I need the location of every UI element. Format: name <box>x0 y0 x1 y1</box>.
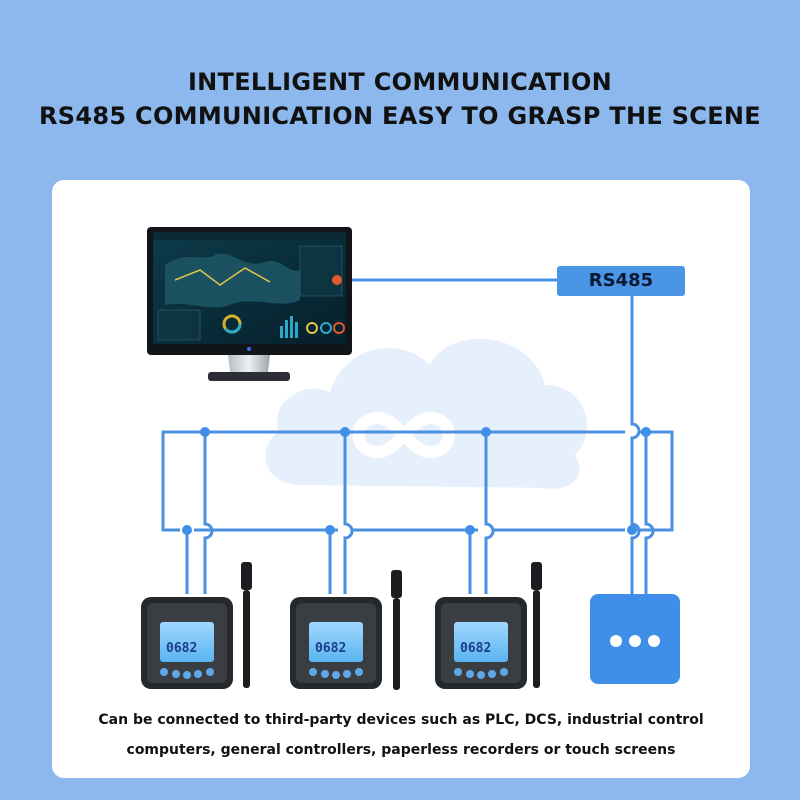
rs485-tag <box>557 266 685 296</box>
more-options-icon <box>590 594 680 684</box>
controller-device: 0682 <box>435 597 527 689</box>
page-title-line1: INTELLIGENT COMMUNICATION <box>187 68 613 96</box>
monitor-icon <box>147 227 352 381</box>
device-display-2: 0682 <box>315 641 346 656</box>
controller-device: 0682 <box>141 597 233 689</box>
rs485-label: RS485 <box>588 270 654 291</box>
wire-junctions <box>182 427 651 535</box>
sensor-probe-icon <box>391 570 402 690</box>
device-display-1: 0682 <box>166 641 197 656</box>
page-title-line2: RS485 COMMUNICATION EASY TO GRASP THE SC… <box>39 102 761 130</box>
device-display-3: 0682 <box>460 641 491 656</box>
cloud-icon <box>265 338 588 489</box>
caption-line1: Can be connected to third-party devices … <box>98 712 704 728</box>
caption-line2: computers, general controllers, paperles… <box>126 742 676 758</box>
sensor-probe-icon <box>531 562 542 688</box>
rs485-wiring <box>161 278 674 594</box>
sensor-probe-icon <box>241 562 252 688</box>
controller-device: 0682 <box>290 597 382 689</box>
